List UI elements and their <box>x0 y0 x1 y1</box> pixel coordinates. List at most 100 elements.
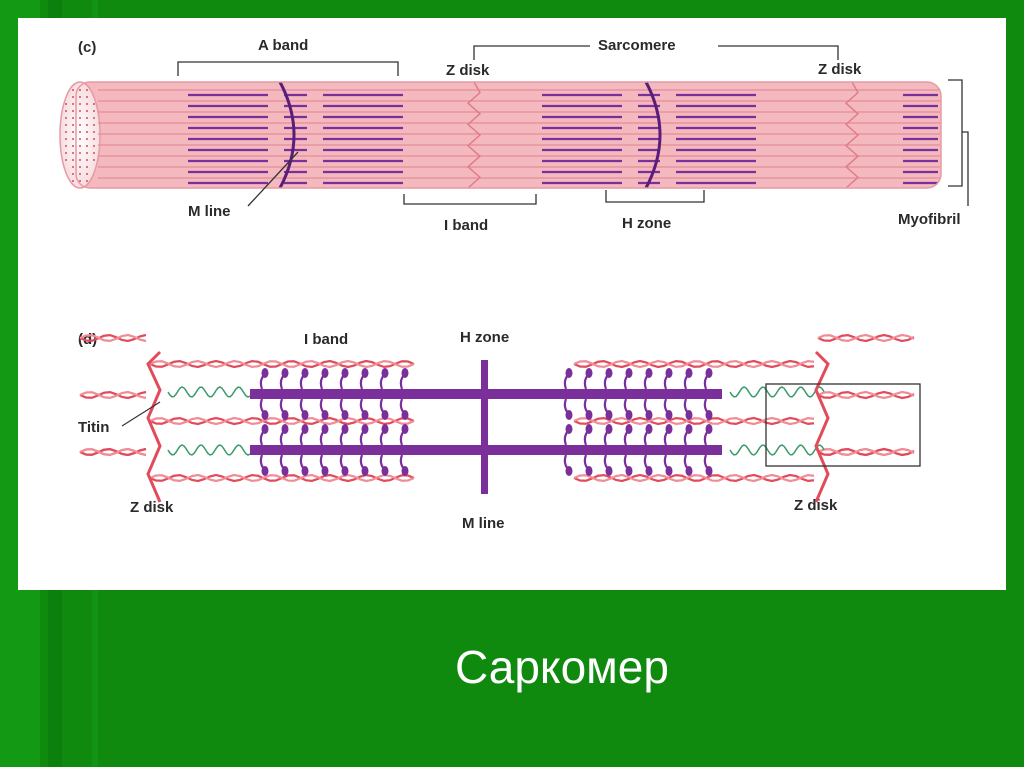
thin-filament-right <box>817 390 915 400</box>
myosin-head <box>341 410 349 420</box>
h-zone-bracket <box>605 190 705 203</box>
cross-section-dot <box>86 117 88 119</box>
z-disk-zigzag <box>466 81 482 189</box>
thin-filament-right <box>573 359 815 369</box>
cross-section-dot <box>65 103 67 105</box>
cross-section-dot <box>72 131 74 133</box>
myofibril-figure <box>59 81 942 189</box>
myosin-head <box>645 410 653 420</box>
myosin-head <box>361 368 369 378</box>
cross-section-dot <box>72 159 74 161</box>
thin-filament-left <box>79 447 147 457</box>
myosin-head <box>705 368 713 378</box>
highlight-box <box>765 383 921 467</box>
thin-filament-right <box>573 359 815 369</box>
m-line-label: M line <box>188 203 231 220</box>
sarcomere-diagram: (c) A band Sarcomere Z disk Z disk M lin… <box>59 37 969 532</box>
cross-section-dot <box>65 110 67 112</box>
cross-section-dot <box>86 138 88 140</box>
cross-section-dot <box>72 180 74 182</box>
cross-section-dot <box>79 173 81 175</box>
myosin-head <box>685 410 693 420</box>
myosin-head <box>625 424 633 434</box>
thin-filament-right <box>817 333 915 343</box>
myosin-head <box>685 466 693 476</box>
myosin-head <box>281 424 289 434</box>
myosin-head <box>281 410 289 420</box>
cross-section-dot <box>93 145 95 147</box>
thin-filament-right <box>817 333 915 343</box>
cross-section-dot <box>65 152 67 154</box>
myosin-head <box>645 466 653 476</box>
cross-section-dot <box>65 138 67 140</box>
cross-section-dot <box>93 159 95 161</box>
z-disk-label-right: Z disk <box>818 61 862 78</box>
i-band-label-d: I band <box>304 331 348 348</box>
myosin-head <box>605 466 613 476</box>
diagram-panel: (c) A band Sarcomere Z disk Z disk M lin… <box>18 18 1006 590</box>
cross-section-dot <box>79 145 81 147</box>
cross-section-dot <box>72 89 74 91</box>
myosin-head <box>565 410 573 420</box>
cross-section-dot <box>79 89 81 91</box>
thin-filament-left <box>149 416 415 426</box>
myosin-head <box>625 466 633 476</box>
myosin-heads <box>259 368 713 476</box>
myofibril-outline <box>75 81 942 189</box>
cross-section-dot <box>93 152 95 154</box>
i-band-bracket <box>403 194 537 205</box>
panel-c-tag: (c) <box>78 39 96 56</box>
myosin-head <box>381 424 389 434</box>
myosin-head <box>401 410 409 420</box>
myosin-head <box>361 466 369 476</box>
myosin-head <box>625 368 633 378</box>
myosin-head <box>341 368 349 378</box>
thin-filament-right <box>573 416 815 426</box>
myofibril-pointer <box>962 131 969 206</box>
cross-section-dot <box>72 152 74 154</box>
thin-filament-left <box>149 473 415 483</box>
cross-section-dot <box>79 103 81 105</box>
z-disk-label-d-left: Z disk <box>130 499 174 516</box>
cross-section-dot <box>79 152 81 154</box>
titin-spring <box>729 386 825 398</box>
cross-section-dot <box>86 110 88 112</box>
cross-section-dot <box>72 166 74 168</box>
m-line-bar <box>481 360 488 494</box>
cross-section-dot <box>72 96 74 98</box>
myosin-head <box>321 410 329 420</box>
myosin-head <box>261 368 269 378</box>
titin-spring <box>167 444 251 456</box>
myosin-head <box>605 368 613 378</box>
z-disk-label-d-right: Z disk <box>794 497 838 514</box>
a-band-bracket <box>177 61 399 76</box>
m-line-label-d: M line <box>462 515 505 532</box>
cross-section-dot <box>93 117 95 119</box>
cross-section-dot <box>93 103 95 105</box>
myosin-head <box>321 424 329 434</box>
myosin-head <box>565 424 573 434</box>
thin-filaments <box>98 89 940 179</box>
myosin-head <box>665 466 673 476</box>
myofibril-cross-section <box>59 81 101 189</box>
cross-section-dot <box>86 89 88 91</box>
myosin-head <box>261 466 269 476</box>
cross-section-dot <box>72 145 74 147</box>
thin-filament-right <box>817 447 915 457</box>
titin-pointer <box>121 401 161 427</box>
myosin-head <box>565 368 573 378</box>
cross-section-dot <box>93 124 95 126</box>
cross-section-dot <box>93 110 95 112</box>
cross-section-dot <box>86 180 88 182</box>
myosin-head <box>321 368 329 378</box>
myosin-head <box>585 466 593 476</box>
myosin-head <box>645 424 653 434</box>
thin-filament-left <box>149 359 415 369</box>
myosin-head <box>361 410 369 420</box>
cross-section-dot <box>79 96 81 98</box>
myosin-head <box>321 466 329 476</box>
cross-section-dot <box>86 145 88 147</box>
thin-filament-right <box>573 416 815 426</box>
cross-section-dot <box>86 173 88 175</box>
myosin-head <box>301 424 309 434</box>
